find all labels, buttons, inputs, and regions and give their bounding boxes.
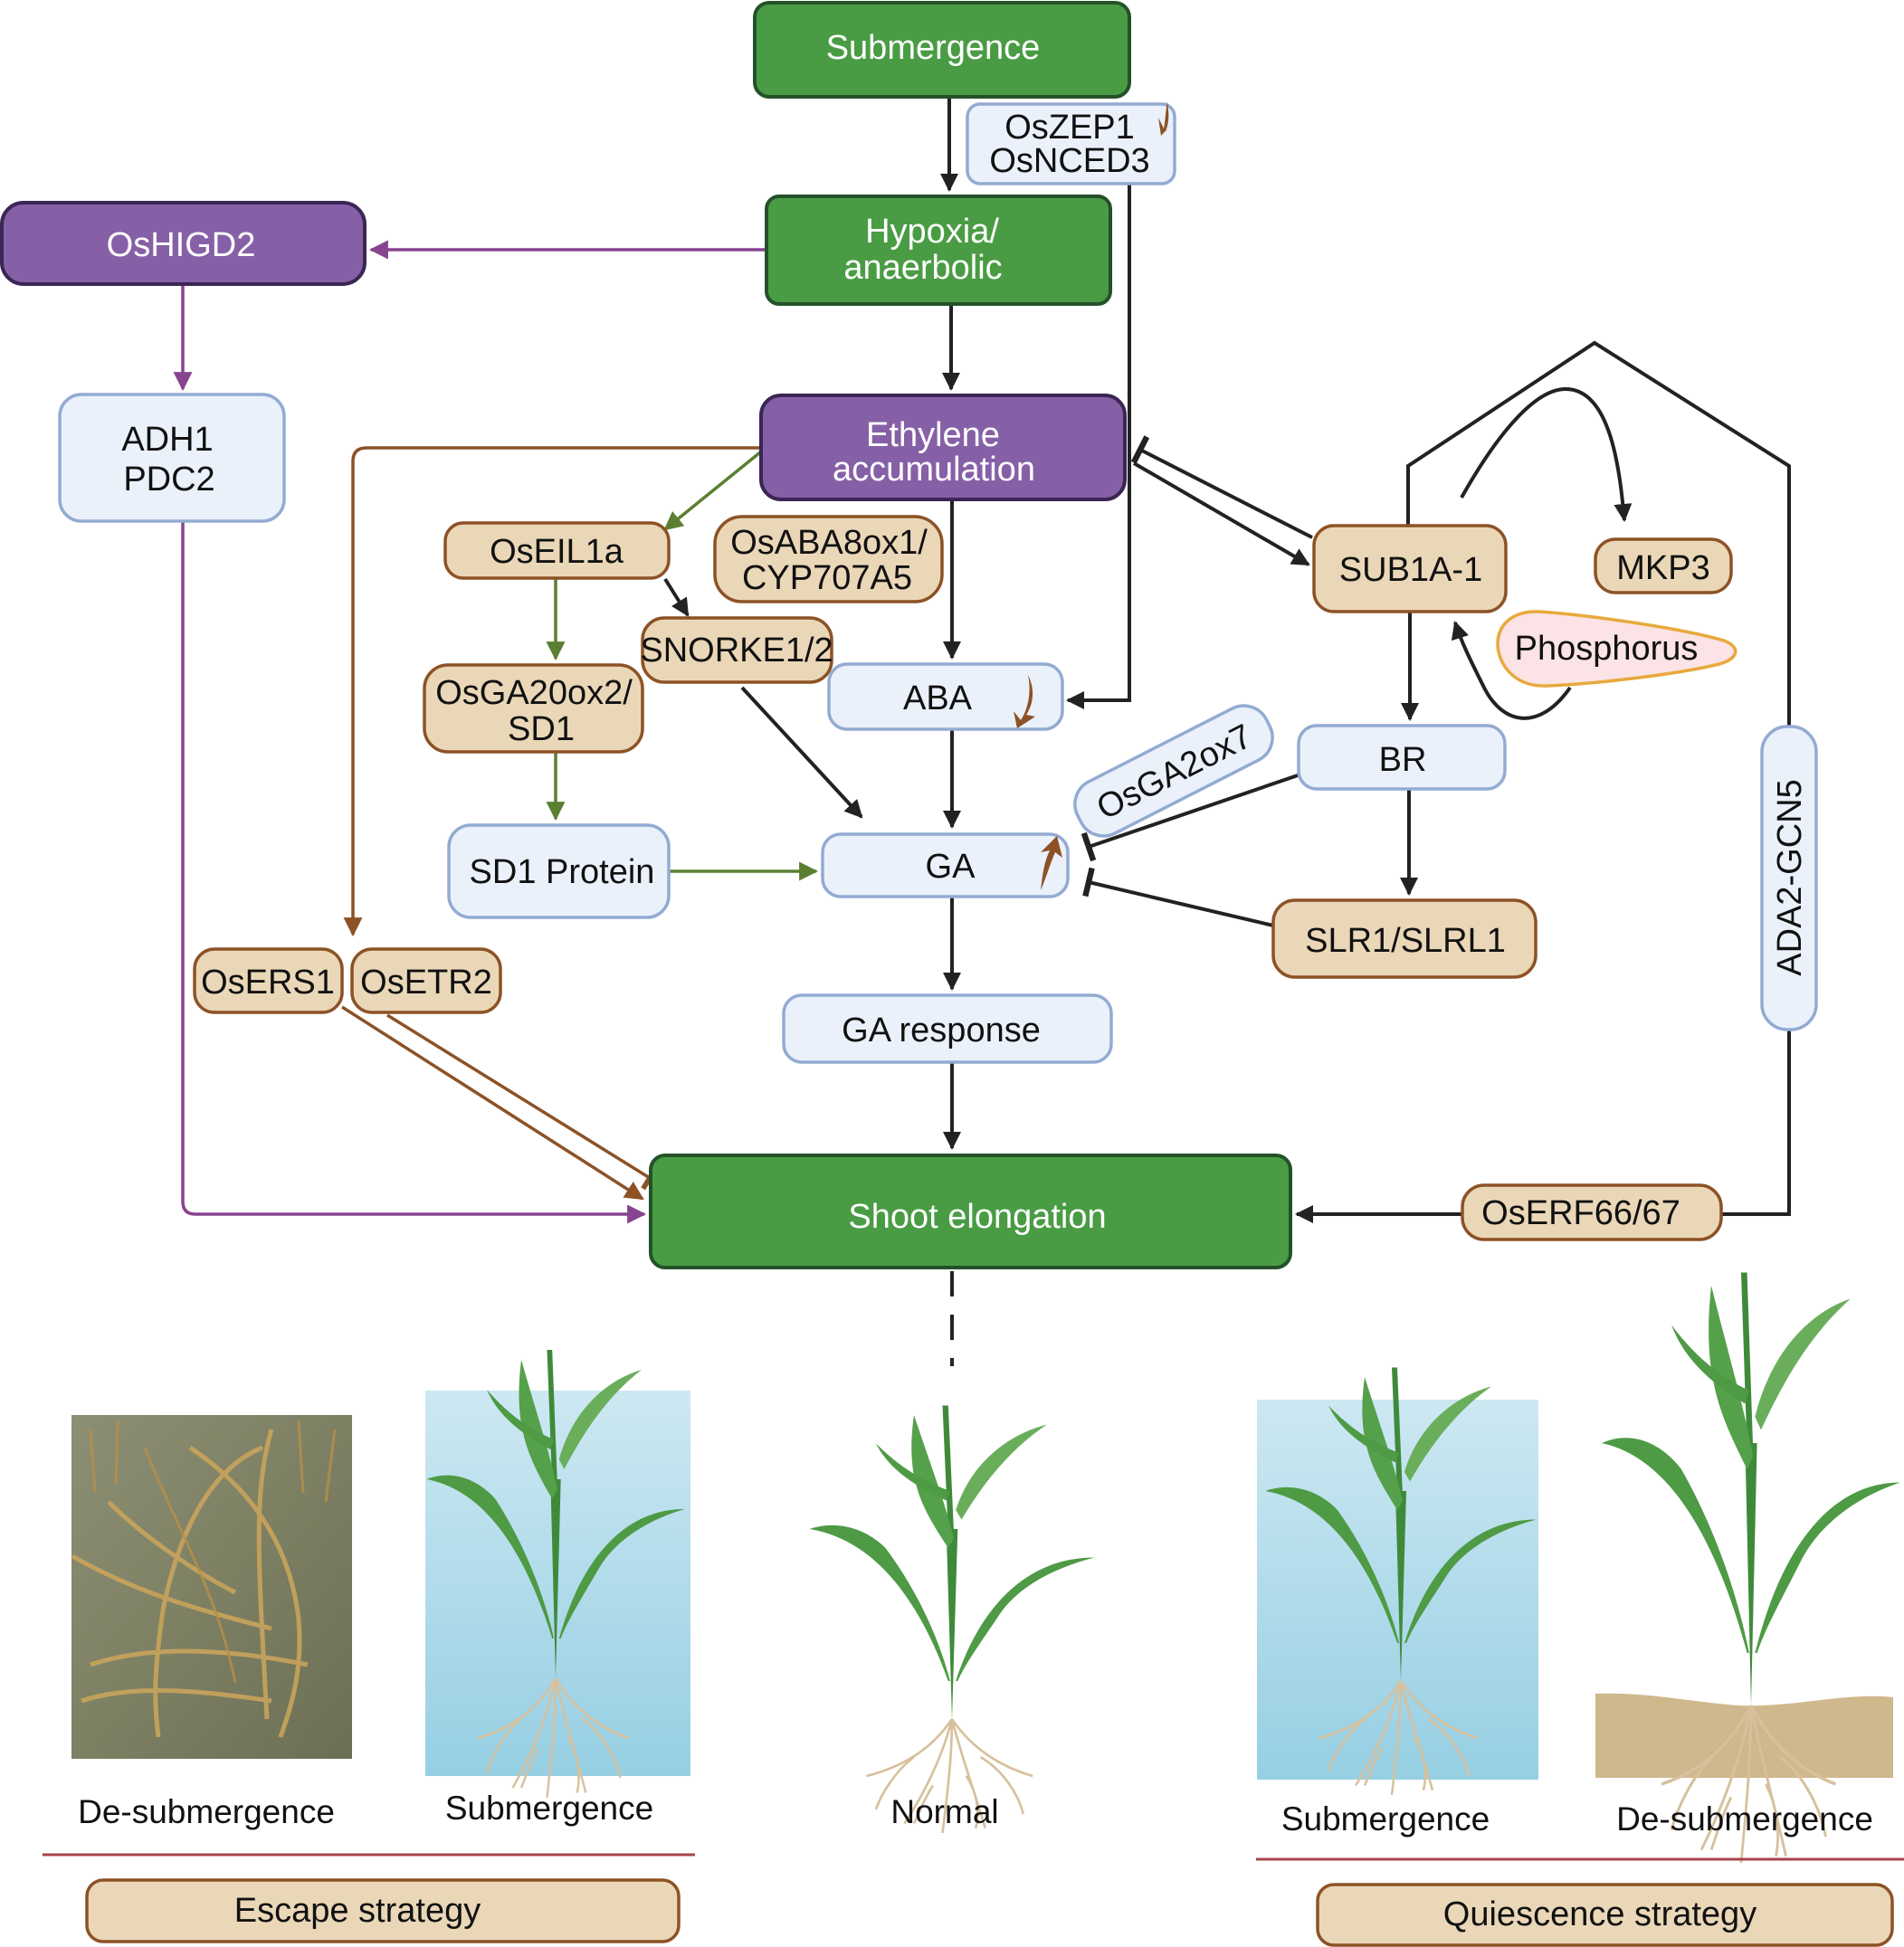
node-osaba8ox1[interactable]: OsABA8ox1/ CYP707A5: [713, 515, 944, 603]
edge-ada2-oserf66: [1721, 1030, 1791, 1216]
edge-sub1a-inhibits-ethylene: [1130, 435, 1313, 539]
node-osga20ox2[interactable]: OsGA20ox2/ SD1: [423, 663, 644, 754]
node-oszep1-osnced3[interactable]: OsZEP1 OsNCED3: [966, 101, 1176, 185]
edge-phosphorus-sub1a: [1451, 621, 1572, 720]
node-slr1[interactable]: SLR1/SLRL1: [1271, 898, 1537, 979]
node-ethylene[interactable]: Ethylene accumulation: [759, 394, 1127, 501]
node-br-label: BR: [1379, 741, 1427, 779]
node-osetr2-label: OsETR2: [360, 964, 492, 1002]
escape-strategy-label: Escape strategy: [85, 1878, 681, 1943]
node-sd1-label: SD1: [508, 710, 575, 748]
node-snorkel-label: SNORKE1/2: [640, 632, 833, 670]
caption-escape-desubmergence: De-submergence: [78, 1793, 335, 1830]
node-phosphorus[interactable]: Phosphorus: [1496, 610, 1737, 688]
escape-desubmergence-photo: [71, 1415, 352, 1759]
node-submergence[interactable]: Submergence: [753, 1, 1131, 99]
node-ga-label: GA: [926, 848, 976, 886]
edge-osers1-shoot: [341, 1005, 644, 1201]
node-osers1-label: OsERS1: [201, 964, 335, 1002]
node-submergence-label: Submergence: [826, 29, 1041, 67]
node-phosphorus-label: Phosphorus: [1515, 630, 1699, 668]
node-oseil1a-label: OsEIL1a: [490, 533, 624, 571]
normal-plant-illustration: [808, 1404, 1096, 1835]
edge-osetr2-inhibits-shoot: [386, 1013, 659, 1191]
node-oshigd2[interactable]: OsHIGD2: [0, 201, 367, 286]
node-shoot-elongation-label: Shoot elongation: [848, 1198, 1106, 1236]
node-ga[interactable]: GA: [821, 832, 1070, 898]
node-ethylene-label-2: accumulation: [833, 451, 1035, 489]
caption-escape-submergence: Submergence: [445, 1790, 653, 1827]
node-osnced3-label: OsNCED3: [989, 142, 1149, 180]
edge-oszep1-aba: [1066, 184, 1131, 709]
node-br[interactable]: BR: [1297, 724, 1507, 791]
node-cyp707a5-label: CYP707A5: [742, 559, 912, 597]
node-slr1-label: SLR1/SLRL1: [1305, 922, 1506, 960]
arrow-up-icon: [1041, 836, 1062, 890]
node-hypoxia-label-2: anaerbolic: [843, 249, 1002, 287]
arrow-down-icon: [1014, 675, 1035, 728]
node-oshigd2-label: OsHIGD2: [107, 226, 256, 264]
node-sd1-protein[interactable]: SD1 Protein: [447, 823, 671, 919]
caption-quiescence-submergence: Submergence: [1281, 1800, 1490, 1838]
node-adh1-pdc2[interactable]: ADH1 PDC2: [58, 393, 286, 523]
caption-quiescence-desubmergence: De-submergence: [1616, 1800, 1873, 1838]
node-osetr2[interactable]: OsETR2: [350, 947, 502, 1014]
node-snorkel[interactable]: SNORKE1/2: [640, 616, 833, 684]
caption-normal: Normal: [890, 1793, 998, 1830]
node-sub1a-label: SUB1A-1: [1339, 551, 1482, 589]
node-hypoxia[interactable]: Hypoxia/ anaerbolic: [765, 195, 1112, 306]
node-sd1-protein-label: SD1 Protein: [470, 853, 655, 891]
node-mkp3[interactable]: MKP3: [1594, 537, 1733, 594]
quiescence-strategy-text: Quiescence strategy: [1443, 1895, 1756, 1933]
escape-submergence-illustration: [425, 1348, 690, 1800]
node-oseil1a[interactable]: OsEIL1a: [443, 521, 671, 580]
node-oserf66[interactable]: OsERF66/67: [1461, 1183, 1723, 1241]
arrow-up-icon: [1158, 101, 1175, 136]
quiescence-submergence-illustration: [1257, 1366, 1538, 1797]
edge-slr1-inhibits-ga: [1082, 867, 1274, 927]
node-osers1[interactable]: OsERS1: [193, 947, 344, 1014]
node-oserf66-label: OsERF66/67: [1481, 1194, 1680, 1232]
node-ga-response[interactable]: GA response: [782, 993, 1113, 1064]
node-adh1-label: ADH1: [121, 421, 213, 459]
node-sub1a[interactable]: SUB1A-1: [1312, 524, 1508, 613]
node-osga20ox2-label: OsGA20ox2/: [435, 674, 633, 712]
node-ga-response-label: GA response: [842, 1011, 1041, 1049]
node-ada2-gcn5[interactable]: ADA2-GCN5: [1760, 725, 1818, 1031]
edge-ethylene-sub1a: [1132, 461, 1310, 566]
node-aba-label: ABA: [903, 679, 973, 717]
quiescence-strategy-label: Quiescence strategy: [1316, 1883, 1894, 1947]
node-osga2ox7[interactable]: OsGA2ox7: [1066, 697, 1281, 844]
node-mkp3-label: MKP3: [1616, 549, 1709, 587]
node-osaba8ox1-label: OsABA8ox1/: [730, 524, 928, 562]
edge-oseil1a-snorkel: [663, 577, 690, 617]
edge-snorkel-ga: [740, 686, 863, 819]
node-ada2-label: ADA2-GCN5: [1771, 779, 1809, 976]
edge-sub1a-mkp3: [1460, 386, 1633, 522]
node-shoot-elongation[interactable]: Shoot elongation: [649, 1154, 1292, 1269]
escape-strategy-text: Escape strategy: [234, 1892, 481, 1930]
edge-ethylene-oseil1a: [663, 451, 762, 531]
node-oszep1-label: OsZEP1: [1004, 109, 1135, 147]
node-ethylene-label-1: Ethylene: [866, 416, 1000, 454]
edge-adh1-shoot: [181, 521, 647, 1224]
edge-ethylene-osers1: [343, 446, 760, 937]
node-hypoxia-label-1: Hypoxia/: [865, 213, 999, 251]
node-pdc2-label: PDC2: [123, 461, 214, 499]
quiescence-desubmergence-illustration: [1595, 1270, 1902, 1865]
edge-br-inhibits-ga: [1081, 773, 1301, 862]
edge-sub1a-ada2: [1406, 340, 1791, 727]
node-aba[interactable]: ABA: [827, 662, 1064, 731]
